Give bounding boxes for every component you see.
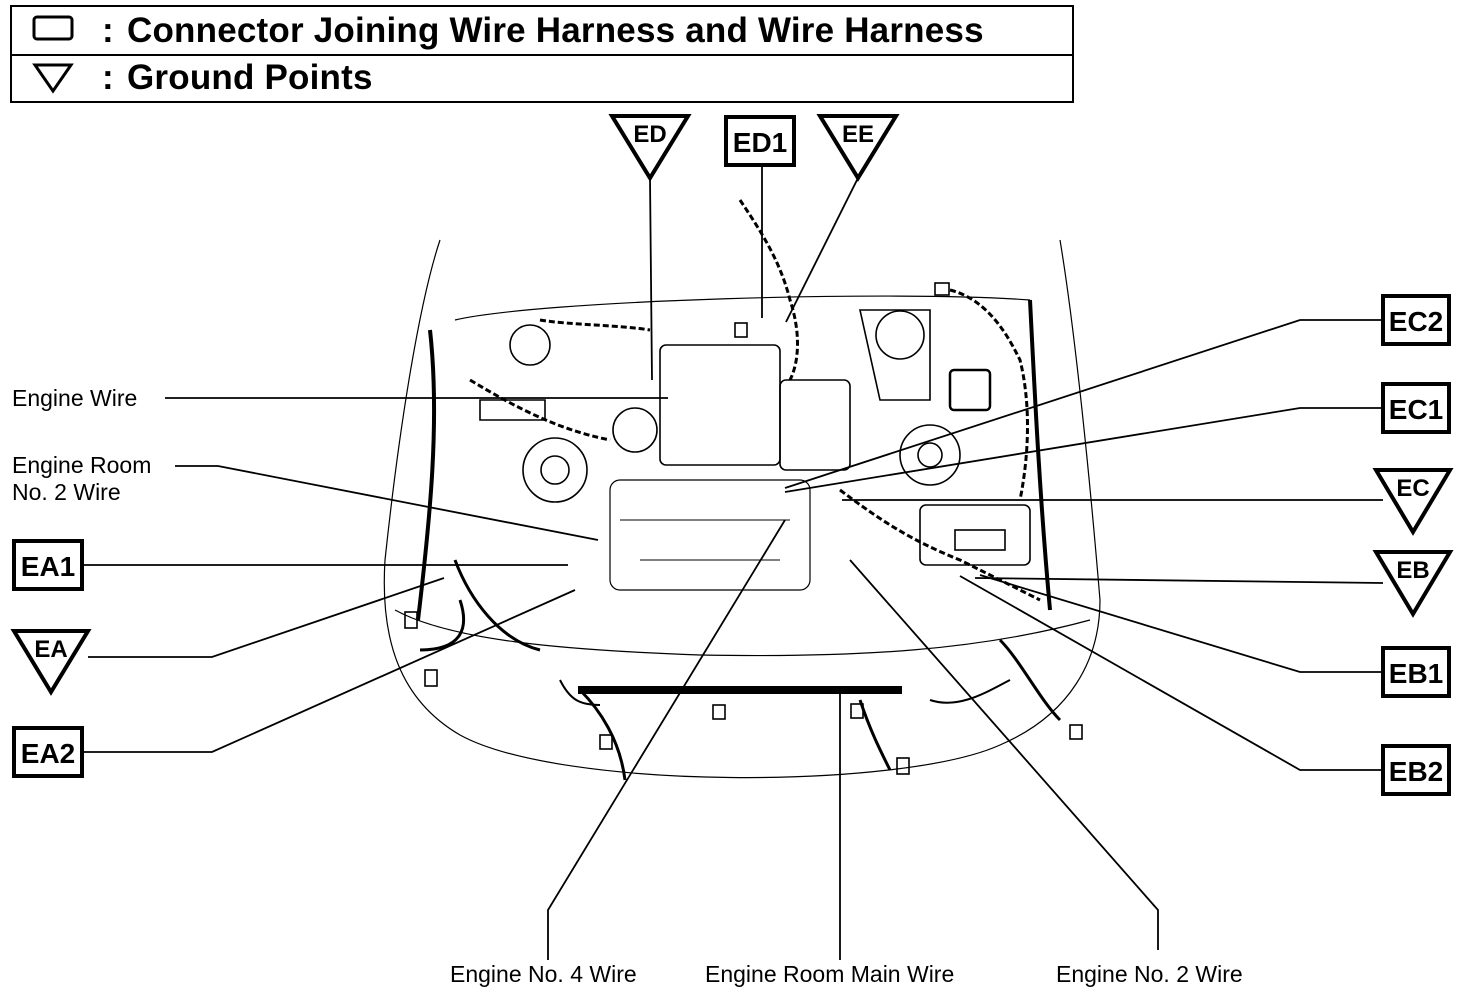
connector-box-icon — [32, 15, 74, 41]
connector-ea2: EA2 — [12, 726, 84, 778]
connector-label-ea1: EA1 — [21, 551, 75, 582]
legend-ground-text: Ground Points — [127, 58, 373, 97]
ground-label-ea: EA — [34, 636, 67, 663]
label-engine-wire: Engine Wire — [12, 385, 137, 411]
legend: : Connector Joining Wire Harness and Wir… — [10, 5, 1074, 103]
engine-compartment-drawing — [383, 199, 1101, 781]
ground-label-ec: EC — [1396, 475, 1429, 502]
connector-label-ed1: ED1 — [733, 127, 787, 158]
connector-ec1: EC1 — [1381, 382, 1451, 434]
connector-label-ec1: EC1 — [1389, 394, 1443, 425]
ground-point-ea: EA — [10, 629, 92, 696]
connector-ec2: EC2 — [1381, 294, 1451, 346]
label-engine-no4-wire: Engine No. 4 Wire — [450, 961, 637, 987]
ground-point-eb: EB — [1372, 550, 1454, 618]
legend-colon: : — [102, 11, 114, 50]
ground-triangle-icon — [816, 114, 900, 182]
legend-connector-text: Connector Joining Wire Harness and Wire … — [127, 11, 984, 50]
connector-label-eb2: EB2 — [1389, 756, 1443, 787]
ground-point-ee: EE — [816, 114, 900, 182]
ground-label-eb: EB — [1396, 557, 1429, 584]
ground-triangle-icon — [1372, 468, 1454, 536]
connector-ed1: ED1 — [724, 115, 796, 167]
connector-label-ec2: EC2 — [1389, 306, 1443, 337]
ground-label-ed: ED — [633, 121, 666, 148]
leader-lines — [84, 165, 1384, 960]
ground-label-ee: EE — [842, 121, 874, 148]
connector-eb1: EB1 — [1381, 646, 1451, 698]
connector-label-eb1: EB1 — [1389, 658, 1443, 689]
ground-triangle-icon — [1372, 550, 1454, 618]
label-engine-room-main-wire: Engine Room Main Wire — [705, 961, 954, 987]
ground-point-ed: ED — [608, 114, 692, 182]
connector-eb2: EB2 — [1381, 744, 1451, 796]
label-engine-room-no2-line2: No. 2 Wire — [12, 479, 121, 505]
legend-row-ground: : Ground Points — [12, 54, 1072, 101]
ground-point-ec: EC — [1372, 468, 1454, 536]
ground-triangle-icon — [32, 63, 74, 94]
ground-triangle-icon — [608, 114, 692, 182]
legend-row-connector: : Connector Joining Wire Harness and Wir… — [12, 7, 1072, 56]
connector-ea1: EA1 — [12, 539, 84, 591]
ground-triangle-icon — [10, 629, 92, 696]
label-engine-room-no2-line1: Engine Room — [12, 452, 151, 478]
connector-label-ea2: EA2 — [21, 738, 75, 769]
legend-colon: : — [102, 58, 114, 97]
label-engine-no2-wire: Engine No. 2 Wire — [1056, 961, 1243, 987]
